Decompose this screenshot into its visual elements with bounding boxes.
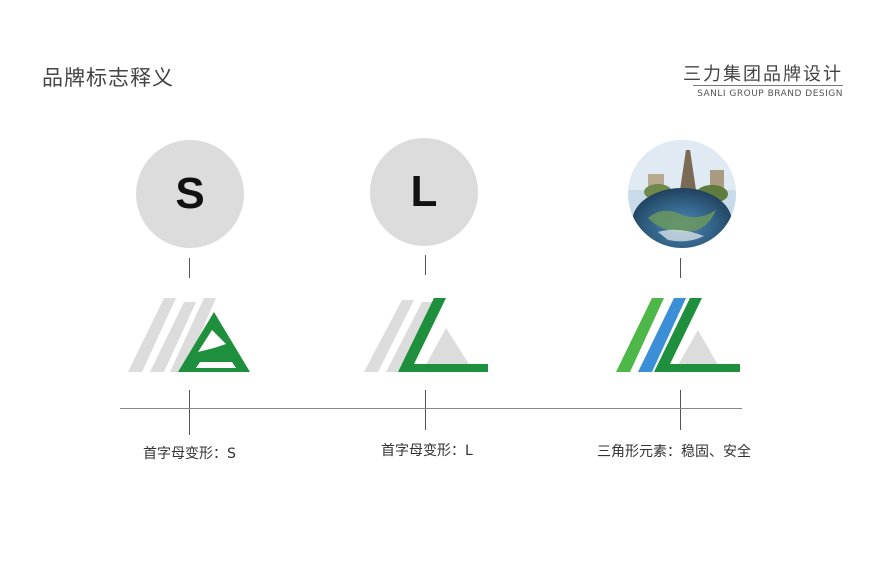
letter-s: S xyxy=(175,169,205,218)
logo-variant-s xyxy=(128,298,250,372)
logo-gray-stroke xyxy=(386,302,434,372)
connector-top-3 xyxy=(680,258,681,278)
letter-s-circle: S xyxy=(136,140,244,248)
logo-final xyxy=(616,298,740,372)
logo-variant-l xyxy=(364,298,488,372)
page-title: 品牌标志释义 xyxy=(42,66,174,90)
logo-gray-triangle xyxy=(422,328,474,372)
tower-shape xyxy=(680,150,696,190)
connector-bottom-3 xyxy=(680,390,681,430)
logo-blue-stroke xyxy=(638,298,686,372)
horizontal-divider xyxy=(120,408,742,409)
caption-l: 首字母变形：L xyxy=(381,443,473,459)
caption-triangle: 三角形元素：稳固、安全 xyxy=(597,444,751,460)
logo-gray-stroke xyxy=(170,298,216,372)
connector-top-1 xyxy=(189,258,190,278)
logo-s-cutout xyxy=(198,330,226,352)
caption-s: 首字母变形：S xyxy=(143,446,236,462)
connector-bottom-1 xyxy=(189,390,190,435)
logo-gray-stroke xyxy=(150,302,196,372)
logo-green-l xyxy=(654,298,740,372)
logo-gray-stroke xyxy=(128,298,176,372)
globe-landmarks-image xyxy=(628,140,736,248)
logo-gray-stroke xyxy=(364,300,414,372)
brand-name-cn: 三力集团品牌设计 xyxy=(683,64,843,85)
brand-name-en: SANLI GROUP BRAND DESIGN xyxy=(697,89,843,99)
brand-divider xyxy=(693,85,843,86)
connector-top-2 xyxy=(425,255,426,275)
letter-l-circle: L xyxy=(370,138,478,246)
letter-l: L xyxy=(410,167,438,216)
logo-gray-triangle xyxy=(674,330,722,372)
connector-bottom-2 xyxy=(425,390,426,430)
logo-s-cutout xyxy=(196,362,236,368)
logo-green-l xyxy=(398,298,488,372)
logo-green-stroke xyxy=(616,298,664,372)
